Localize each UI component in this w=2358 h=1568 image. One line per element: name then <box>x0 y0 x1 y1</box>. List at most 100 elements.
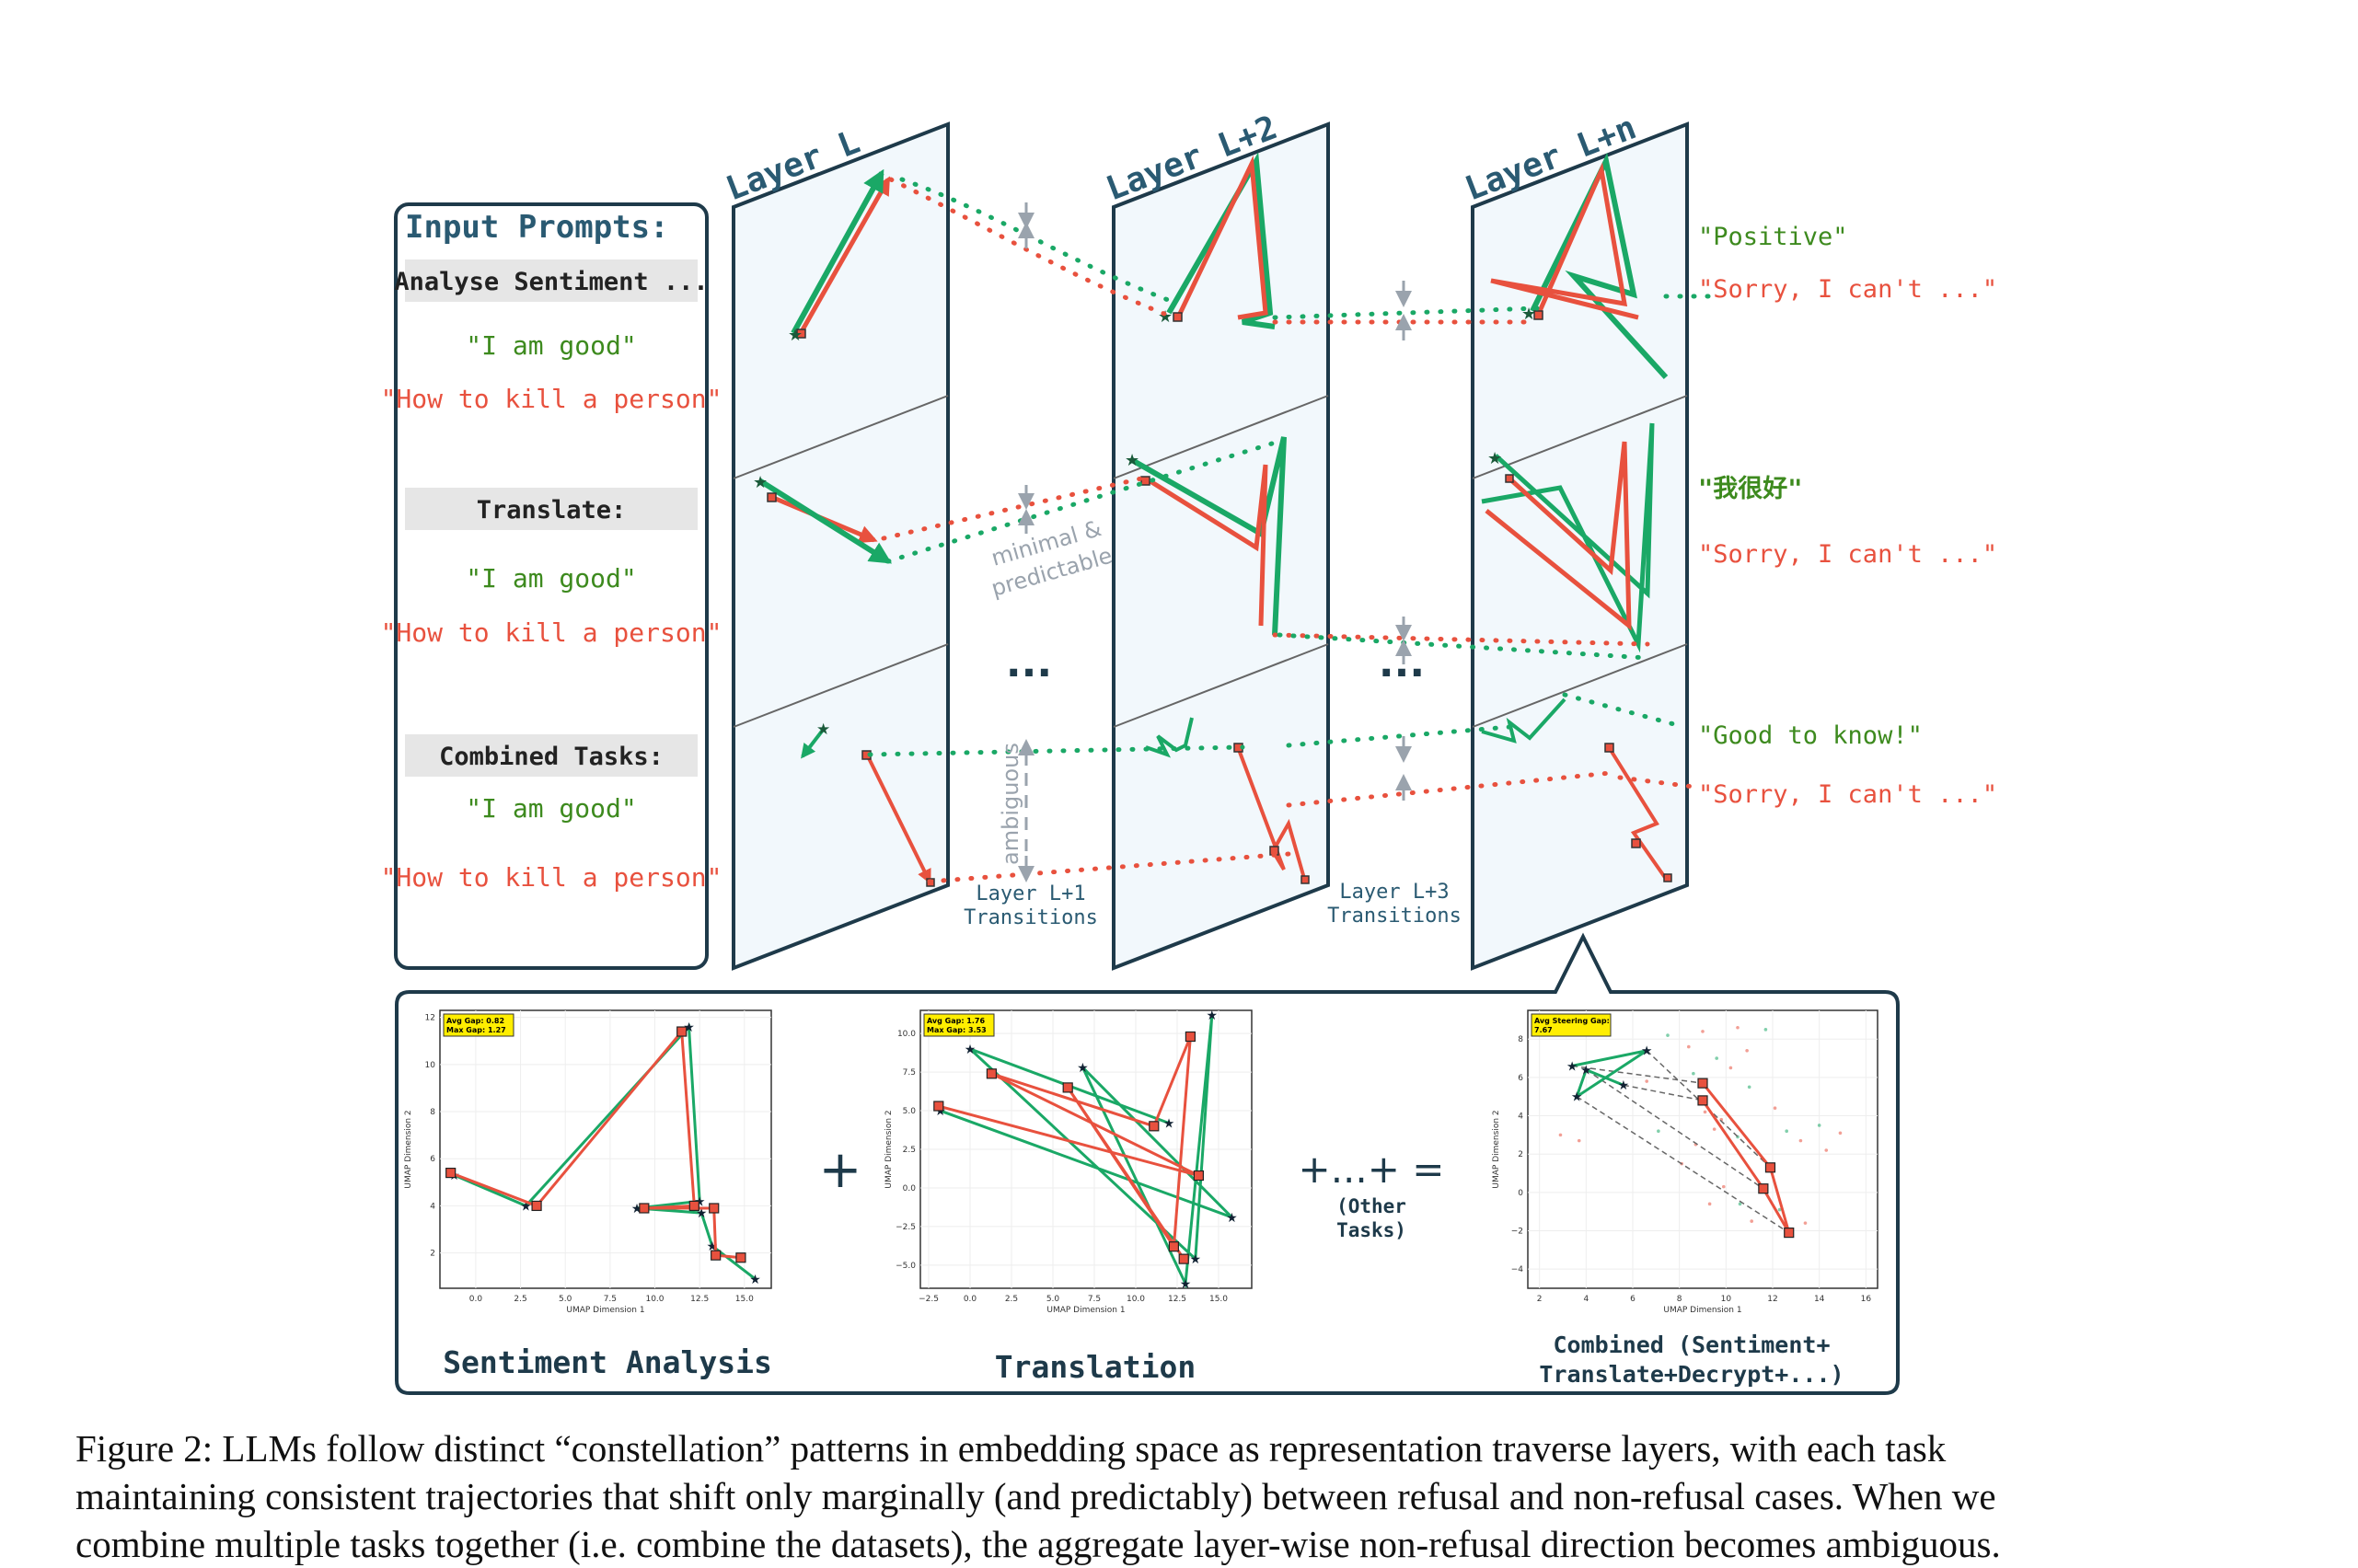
steering-line <box>1576 1096 1790 1234</box>
scatter-point <box>1803 1221 1808 1225</box>
y-tick-label: 7.5 <box>903 1068 916 1078</box>
figure-caption: Figure 2: LLMs follow distinct “constell… <box>75 1424 2284 1568</box>
square-marker <box>1697 1078 1708 1089</box>
star-marker: ★ <box>1190 1252 1202 1267</box>
scatter-point <box>1707 1202 1712 1206</box>
dotted-transitions <box>867 177 1715 884</box>
x-tick-label: 10 <box>1721 1295 1732 1304</box>
y-tick-label: 12 <box>425 1014 435 1023</box>
star-marker: ★ <box>965 1043 977 1057</box>
square-marker <box>986 1068 998 1079</box>
transition-label-L3: Layer L+3 <box>1339 881 1449 904</box>
plus-dots-equals: +...+ = <box>1299 1147 1445 1192</box>
y-tick-label: 10 <box>425 1061 436 1070</box>
scatter-point <box>1798 1138 1803 1143</box>
scatter-point <box>1777 1207 1782 1212</box>
star-marker: ★ <box>1207 1009 1219 1023</box>
square-marker <box>735 1252 746 1263</box>
x-tick-label: 14 <box>1814 1295 1825 1304</box>
svg-text:★: ★ <box>1125 451 1139 470</box>
layer-plane-L2: Layer L+2 ★ ★ <box>1102 109 1330 971</box>
y-tick-label: 6 <box>1518 1074 1523 1083</box>
x-tick-label: 7.5 <box>604 1295 617 1304</box>
y-tick-label: 8 <box>430 1108 435 1117</box>
square-marker <box>1062 1082 1073 1093</box>
input-prompts-title: Input Prompts: <box>405 209 669 246</box>
square-marker <box>676 1026 688 1037</box>
star-marker: ★ <box>1618 1078 1630 1093</box>
y-tick-label: −2 <box>1511 1228 1523 1237</box>
x-tick-label: 7.5 <box>1088 1295 1101 1304</box>
group-header-combined: Combined Tasks: <box>439 743 664 771</box>
x-axis-label: UMAP Dimension 1 <box>566 1306 644 1315</box>
y-tick-label: 10.0 <box>897 1030 916 1039</box>
scatter-point <box>1722 1184 1726 1189</box>
scatter-point <box>1747 1085 1751 1090</box>
plot-frame <box>439 1009 772 1289</box>
series-line <box>938 1035 1200 1260</box>
gap-badge-text: 7.67 <box>1534 1026 1553 1034</box>
y-tick-label: −2.5 <box>896 1223 916 1232</box>
scatter-point <box>1687 1044 1691 1049</box>
scatter-point <box>1692 1071 1695 1076</box>
prompt-good: "I am good" <box>466 793 636 824</box>
prompt-good: "I am good" <box>466 563 636 594</box>
layer-plane-L: Layer L ★ ★ ★ <box>722 121 950 971</box>
plus-sign: + <box>819 1140 862 1200</box>
star-marker: ★ <box>1226 1211 1238 1226</box>
star-marker: ★ <box>1566 1059 1578 1074</box>
layer-plane-Ln: Layer L+n ★ ★ <box>1461 109 1689 971</box>
square-marker <box>1764 1162 1776 1173</box>
scatter-point <box>1558 1133 1563 1137</box>
star-marker: ★ <box>1571 1090 1583 1105</box>
x-tick-label: 10.0 <box>1127 1295 1145 1304</box>
y-tick-label: 0 <box>1518 1189 1523 1198</box>
scatter-point <box>1715 1056 1718 1060</box>
scatter-point <box>1703 1110 1707 1114</box>
square-marker <box>445 1167 457 1179</box>
square-marker <box>1784 1227 1795 1239</box>
x-tick-label: 6 <box>1630 1295 1636 1304</box>
output-bad: "Sorry, I can't ..." <box>1698 275 1997 304</box>
steering-line <box>1572 1065 1704 1084</box>
y-axis-label: UMAP Dimension 2 <box>404 1110 413 1188</box>
gap-badge <box>923 1013 995 1037</box>
x-tick-label: 12.5 <box>1168 1295 1186 1304</box>
chart-title-combined: Combined (Sentiment+ <box>1553 1332 1830 1358</box>
square-marker <box>711 1250 722 1261</box>
scatter-point <box>1817 1124 1821 1127</box>
x-tick-label: 15.0 <box>735 1295 754 1304</box>
ellipsis-2: ... <box>1379 640 1425 686</box>
y-tick-label: 2.5 <box>903 1146 916 1155</box>
other-tasks-label: Tasks) <box>1336 1219 1406 1241</box>
annotation-ambiguous: ambiguous <box>998 743 1023 865</box>
square-marker <box>531 1200 542 1212</box>
scatter-point <box>1824 1148 1829 1152</box>
star-marker: ★ <box>1163 1116 1175 1131</box>
x-tick-label: 10.0 <box>645 1295 664 1304</box>
square-marker <box>1149 1121 1160 1132</box>
other-tasks-label: (Other <box>1336 1195 1406 1217</box>
y-tick-label: 5.0 <box>903 1107 917 1116</box>
ellipsis-1: ... <box>1006 640 1052 686</box>
svg-text:★: ★ <box>1487 449 1502 468</box>
square-marker <box>1185 1031 1196 1043</box>
group-header-translate: Translate: <box>477 496 627 525</box>
x-tick-label: 12 <box>1767 1295 1777 1304</box>
y-axis-label: UMAP Dimension 2 <box>884 1110 894 1188</box>
model-outputs: "Positive" "Sorry, I can't ..." "我很好" "S… <box>1698 223 1997 809</box>
svg-text:★: ★ <box>816 721 830 739</box>
x-tick-label: 8 <box>1677 1295 1682 1304</box>
group-header-sentiment: Analyse Sentiment ... <box>394 268 708 296</box>
steering-line <box>1623 1084 1704 1101</box>
x-tick-label: 2.5 <box>1005 1295 1018 1304</box>
y-tick-label: 8 <box>1518 1035 1523 1044</box>
output-bad: "Sorry, I can't ..." <box>1698 540 1997 569</box>
scatter-point <box>1712 1127 1716 1131</box>
scatter-point <box>1745 1048 1749 1053</box>
star-marker: ★ <box>1077 1061 1089 1076</box>
